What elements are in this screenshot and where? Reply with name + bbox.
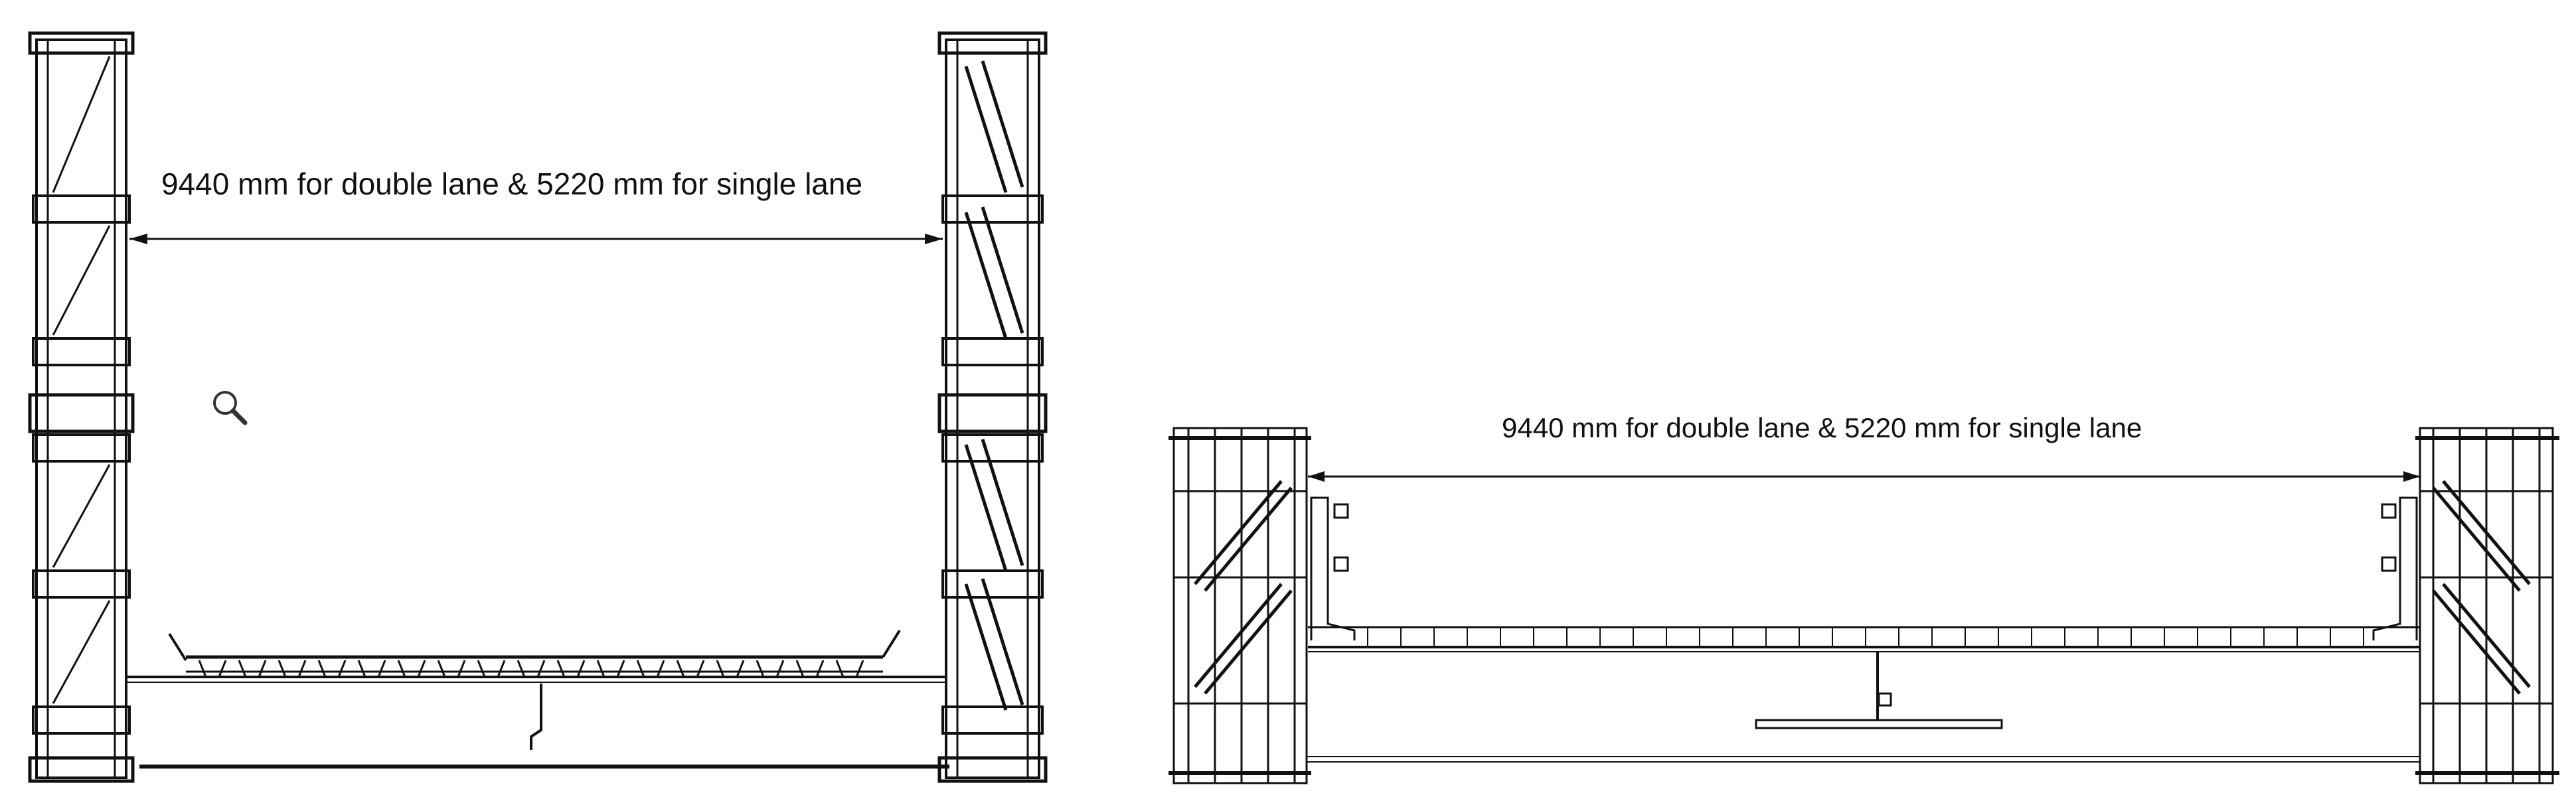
right-view-kerbs	[1310, 496, 2418, 640]
left-tower	[28, 31, 135, 783]
right-dimension-line	[1308, 471, 2420, 482]
right-dimension-label: 9440 mm for double lane & 5220 mm for si…	[1502, 412, 2142, 443]
right-view	[1168, 427, 2559, 784]
left-view	[28, 31, 1048, 783]
right-view-left-tower	[1168, 427, 1311, 784]
right-tower	[937, 31, 1048, 783]
left-dimension-line	[129, 234, 943, 244]
right-view-right-tower	[2415, 427, 2559, 784]
left-deck	[126, 629, 949, 769]
magnifier-icon[interactable]	[209, 387, 249, 427]
right-view-deck	[1307, 626, 2420, 763]
left-dimension-label: 9440 mm for double lane & 5220 mm for si…	[161, 167, 862, 201]
